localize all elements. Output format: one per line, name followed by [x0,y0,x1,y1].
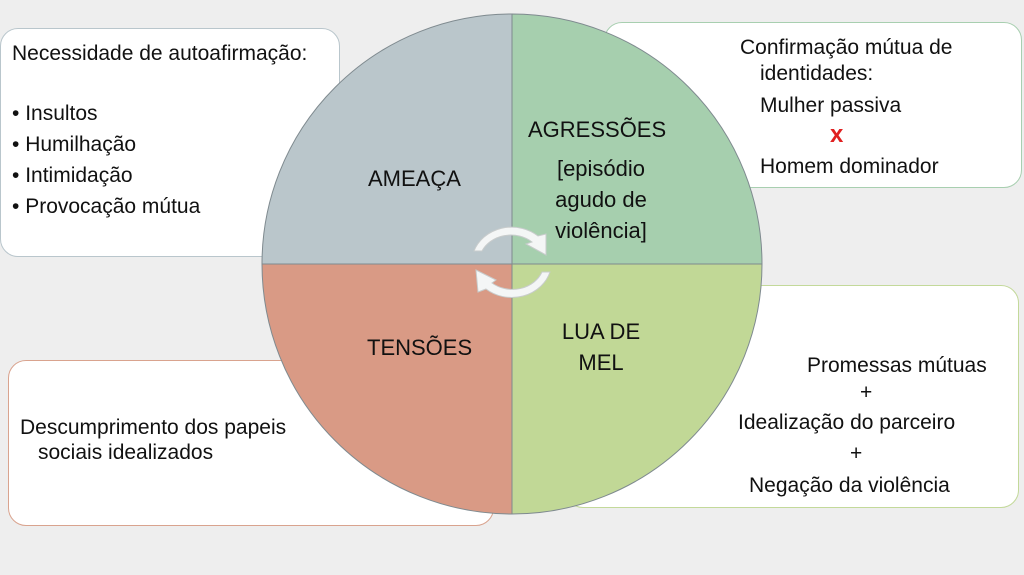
identity-text: Confirmação mútua de [740,36,953,59]
threat-title: Necessidade de autoafirmação: [12,42,308,65]
quadrant-ameaca [261,13,513,265]
label-ameaca: AMEAÇA [368,166,461,191]
bullet-item: • Intimidação [12,164,133,187]
bullet-item: • Insultos [12,102,98,125]
plus-sign: + [860,381,873,404]
idealization-text: Idealização do parceiro [738,411,956,434]
plus-sign: + [850,442,863,465]
quadrant-lua-de-mel [511,263,763,515]
label-agressoes-sub: [episódio agudo de violência] [548,153,654,246]
quadrant-agressoes [511,13,763,265]
bullet-item: • Provocação mútua [12,195,201,218]
cycle-arrows-icon [473,226,551,298]
sub-line: MEL [578,350,624,375]
label-tensoes: TENSÕES [367,335,473,360]
sub-line: LUA DE [561,319,641,344]
sub-line: agudo de [555,187,647,212]
bullet-list: • Insultos • Humilhação • Intimidação • … [12,98,200,222]
cross-icon: x [830,121,844,148]
sub-line: violência] [555,218,647,243]
bullet-item: • Humilhação [12,133,137,156]
label-agressoes: AGRESSÕES [528,117,667,142]
quadrant-tensoes [261,263,513,515]
denial-text: Negação da violência [749,474,950,497]
sub-line: [episódio [556,156,646,181]
dominant-man-text: Homem dominador [760,155,939,178]
tension-text: Descumprimento dos papeis [20,416,287,439]
passive-woman-text: Mulher passiva [760,94,902,117]
label-lua-de-mel: LUA DE MEL [548,316,654,378]
identity-text-2: identidades: [760,62,874,85]
tension-text-2: sociais idealizados [38,441,214,464]
promises-text: Promessas mútuas [807,354,987,377]
